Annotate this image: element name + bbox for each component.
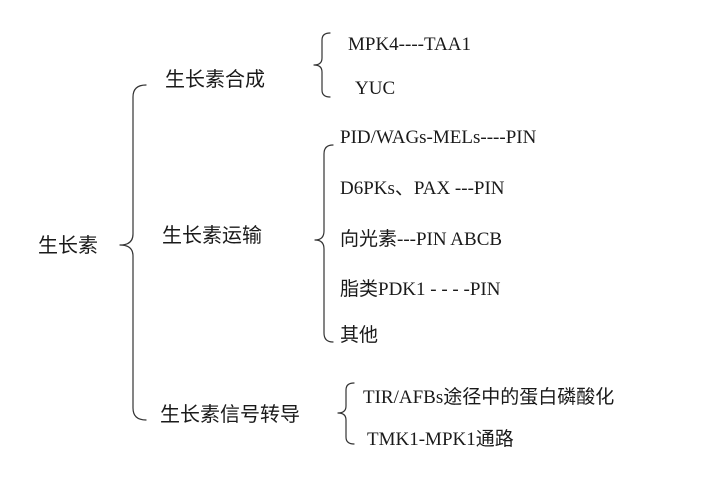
branch-label-signaling: 生长素信号转导 [160,402,300,426]
synthesis-brace [313,32,331,98]
transport-brace [314,144,334,343]
synthesis-item-mpk4-taa1: MPK4----TAA1 [348,34,471,55]
signaling-item-tmk1-mpk1: TMK1-MPK1通路 [367,428,514,450]
synthesis-item-yuc: YUC [355,78,395,99]
transport-item-lipid-pdk1: 脂类PDK1 - - - -PIN [340,278,501,300]
signaling-brace [337,382,355,445]
main-brace [119,84,147,421]
root-label: 生长素 [38,233,98,257]
transport-item-pid-wags: PID/WAGs-MELs----PIN [340,127,537,148]
transport-item-other: 其他 [340,324,378,346]
signaling-item-tir-afbs: TIR/AFBs途径中的蛋白磷酸化 [363,386,614,408]
transport-item-d6pks-pax: D6PKs、PAX ---PIN [340,178,505,199]
branch-label-synthesis: 生长素合成 [165,67,265,91]
branch-label-transport: 生长素运输 [162,223,262,247]
transport-item-phototropin: 向光素---PIN ABCB [340,228,502,250]
